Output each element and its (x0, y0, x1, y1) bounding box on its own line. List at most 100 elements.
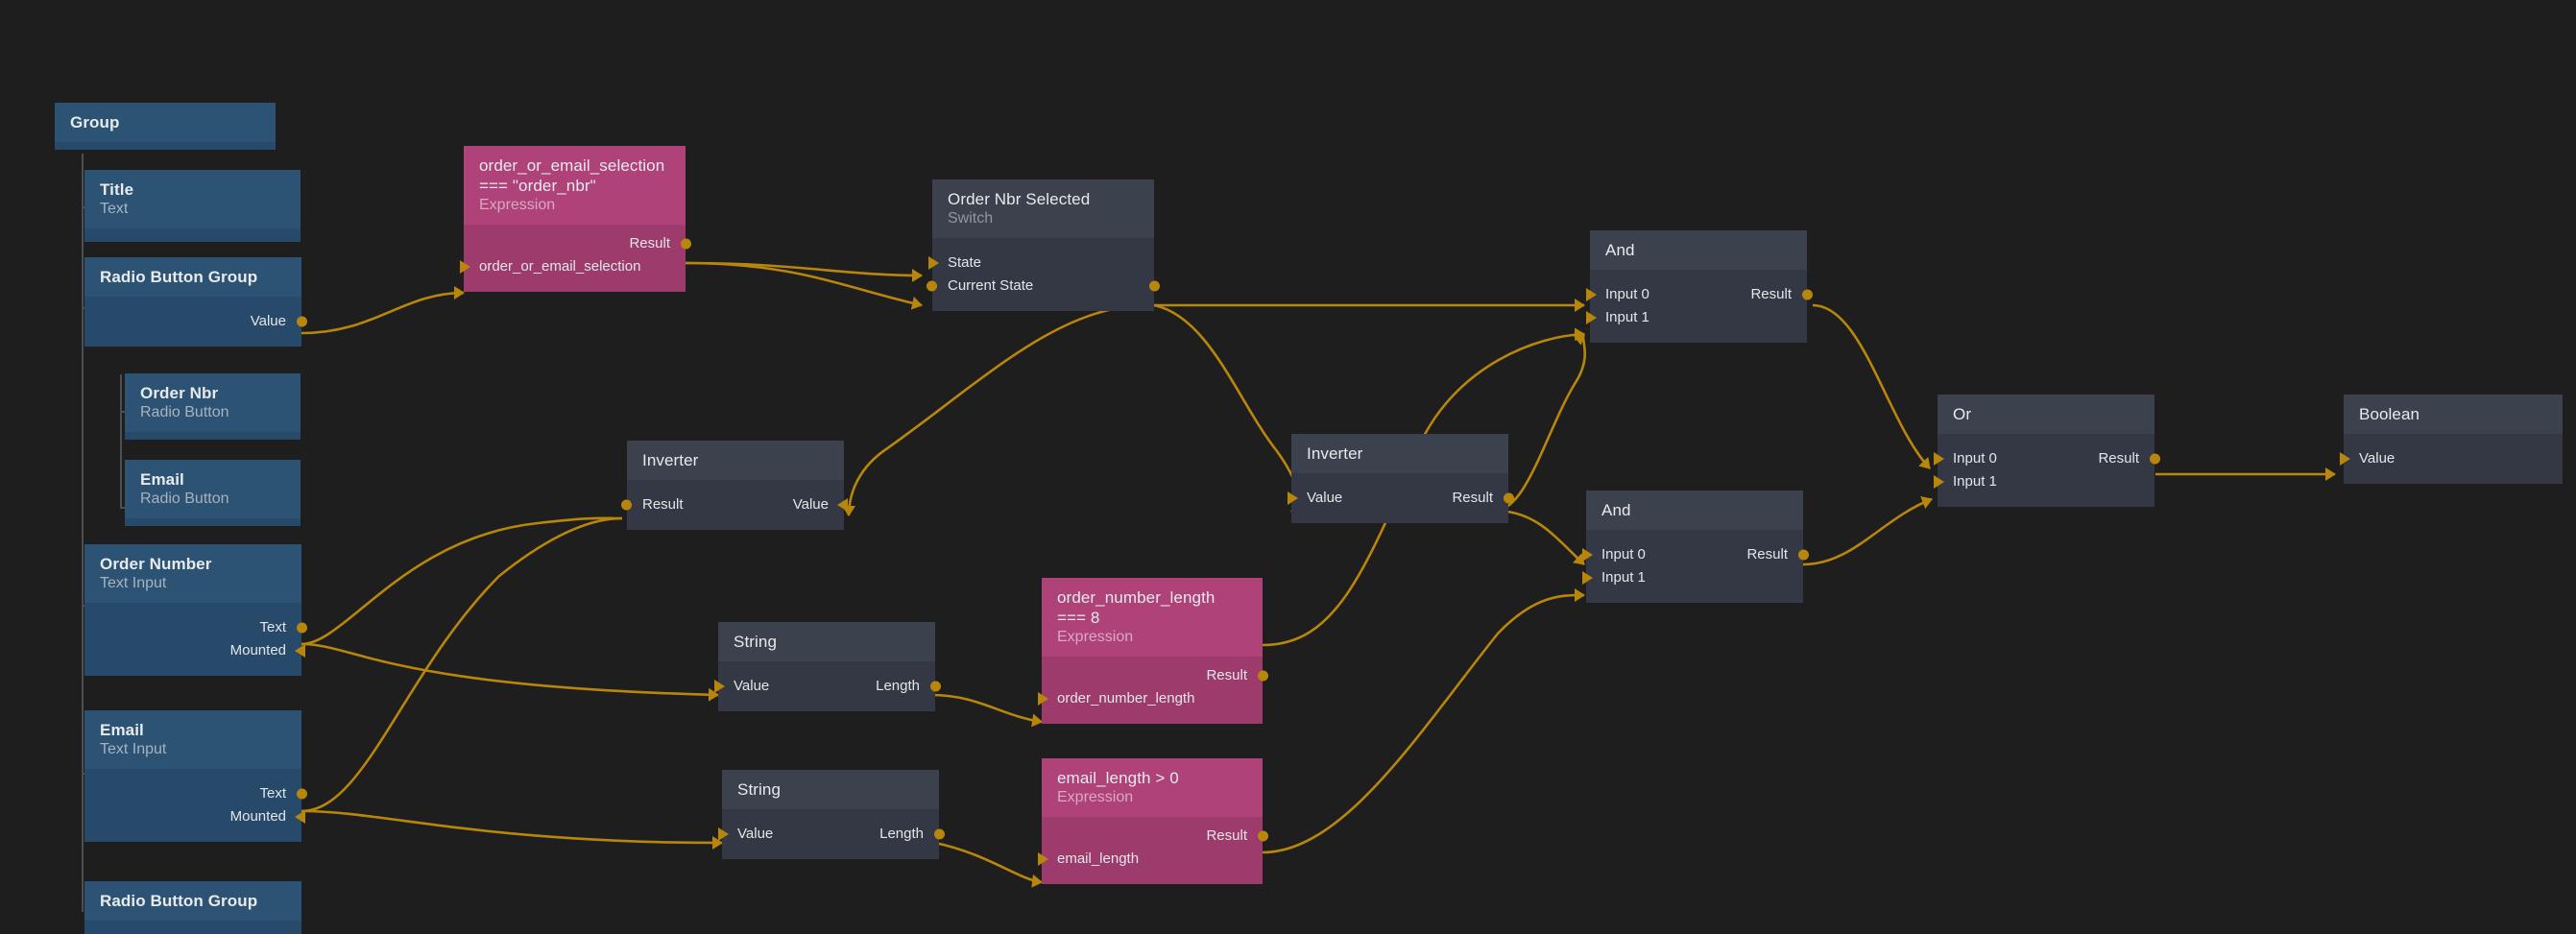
port-label: Value (2359, 450, 2395, 467)
port-text-out[interactable]: Text (84, 782, 307, 805)
port-label: email_length (1057, 850, 1140, 867)
port-or-input-1[interactable]: Input 1 (1934, 470, 2155, 493)
port-inverter-left-ports[interactable]: Result Value (621, 493, 848, 516)
port-current-state[interactable]: Current State (927, 275, 1160, 298)
node-and-top[interactable]: And Input 0 Result Input 1 (1586, 230, 1813, 343)
node-inverter-right[interactable]: Inverter Value Result (1288, 434, 1514, 523)
port-arrow-icon[interactable] (295, 810, 305, 824)
node-body: State Current State (927, 238, 1160, 311)
port-result-out[interactable]: Result (464, 232, 691, 255)
port-dot-icon[interactable] (1798, 549, 1809, 561)
port-result-out[interactable]: Result (1042, 664, 1268, 687)
port-text-out[interactable]: Text (84, 616, 307, 639)
port-value-out[interactable]: Value (84, 310, 307, 333)
port-result-out[interactable]: Result (1042, 825, 1268, 848)
port-inverter-right-ports[interactable]: Value Result (1288, 487, 1514, 510)
node-title: Email (100, 721, 144, 739)
port-arrow-icon[interactable] (714, 680, 725, 693)
port-dot-icon[interactable] (297, 316, 307, 327)
node-email-radio[interactable]: Email Radio Button (125, 460, 301, 526)
port-label: Input 1 (1605, 309, 1649, 325)
port-dot-icon[interactable] (930, 681, 941, 692)
node-boolean[interactable]: Boolean Value (2340, 395, 2563, 484)
node-order-number-input[interactable]: Order Number Text Input Text Mounted (84, 544, 307, 676)
port-dot-icon[interactable] (621, 499, 632, 511)
node-switch-order-nbr-selected[interactable]: Order Nbr Selected Switch State Current … (927, 180, 1160, 311)
port-label: Length (876, 678, 920, 694)
port-label: Result (642, 496, 684, 513)
port-dot-icon[interactable] (1802, 289, 1813, 300)
node-inverter-left[interactable]: Inverter Result Value (621, 441, 848, 530)
port-label: Result (1206, 667, 1247, 683)
port-string-2-ports[interactable]: Value Length (718, 823, 945, 846)
port-dot-icon[interactable] (1258, 670, 1268, 682)
node-subtitle: Text Input (100, 741, 167, 757)
port-arrow-icon[interactable] (2340, 452, 2350, 466)
port-expression-variable-in[interactable]: email_length (1038, 848, 1263, 871)
node-body: Value (84, 297, 307, 347)
port-arrow-icon[interactable] (1586, 311, 1597, 324)
port-and-bottom-input-1[interactable]: Input 1 (1582, 566, 1803, 589)
port-arrow-icon[interactable] (1288, 491, 1298, 505)
port-arrow-icon[interactable] (1934, 475, 1944, 489)
node-radio-button-group[interactable]: Radio Button Group Value (84, 257, 307, 347)
node-title-text[interactable]: Title Text (84, 170, 301, 242)
node-string-2[interactable]: String Value Length (718, 770, 945, 859)
port-arrow-icon[interactable] (1582, 548, 1593, 562)
port-arrow-icon[interactable] (295, 644, 305, 658)
port-arrow-icon[interactable] (1038, 692, 1048, 706)
port-arrow-icon[interactable] (1038, 852, 1048, 866)
node-body: Result order_number_length (1038, 657, 1268, 724)
node-header: Or (1938, 395, 2155, 434)
node-body: Value (2340, 434, 2563, 484)
node-order-nbr-radio[interactable]: Order Nbr Radio Button (125, 373, 301, 440)
node-group[interactable]: Group (55, 103, 276, 150)
port-dot-icon[interactable] (934, 828, 945, 840)
node-header: And (1590, 230, 1807, 270)
port-dot-icon[interactable] (297, 788, 307, 800)
port-boolean-value-in[interactable]: Value (2340, 447, 2563, 470)
port-string-1-ports[interactable]: Value Length (714, 675, 941, 698)
node-expression-email-length[interactable]: email_length > 0 Expression Result email… (1038, 758, 1268, 884)
port-arrow-icon[interactable] (718, 827, 729, 841)
port-arrow-icon[interactable] (1934, 452, 1944, 466)
node-expression-order-length[interactable]: order_number_length === 8 Expression Res… (1038, 578, 1268, 724)
port-label: Input 0 (1953, 450, 1997, 467)
port-and-top-row0[interactable]: Input 0 Result (1586, 283, 1813, 306)
port-expression-variable-in[interactable]: order_number_length (1038, 687, 1263, 710)
port-or-row0[interactable]: Input 0 Result (1934, 447, 2160, 470)
port-and-bottom-row0[interactable]: Input 0 Result (1582, 543, 1809, 566)
port-arrow-icon[interactable] (928, 256, 939, 270)
port-arrow-icon[interactable] (1582, 571, 1593, 585)
port-arrow-icon[interactable] (837, 498, 848, 512)
port-dot-icon[interactable] (2150, 453, 2160, 465)
node-radio-button-group-2[interactable]: Radio Button Group (84, 881, 301, 934)
node-header: Email Radio Button (125, 460, 301, 518)
port-label: Result (1452, 490, 1493, 506)
port-dot-icon[interactable] (681, 238, 691, 250)
port-and-top-input-1[interactable]: Input 1 (1586, 306, 1807, 329)
port-expression-variable-in[interactable]: order_or_email_selection (460, 255, 686, 278)
port-dot-icon[interactable] (1149, 280, 1160, 292)
port-mounted[interactable]: Mounted (84, 805, 305, 828)
node-expression-selection[interactable]: order_or_email_selection === "order_nbr"… (460, 146, 691, 292)
node-title: Or (1953, 405, 1972, 423)
node-and-bottom[interactable]: And Input 0 Result Input 1 (1582, 491, 1809, 603)
node-header: Order Number Text Input (84, 544, 301, 603)
port-arrow-icon[interactable] (460, 260, 470, 274)
port-dot-icon[interactable] (927, 280, 937, 292)
port-label: State (948, 254, 982, 271)
port-dot-icon[interactable] (1504, 492, 1514, 504)
node-header: order_or_email_selection === "order_nbr"… (464, 146, 686, 225)
node-header: Radio Button Group (84, 881, 301, 921)
node-or[interactable]: Or Input 0 Result Input 1 (1934, 395, 2160, 507)
node-string-1[interactable]: String Value Length (714, 622, 941, 711)
node-header: email_length > 0 Expression (1042, 758, 1263, 817)
node-email-input[interactable]: Email Text Input Text Mounted (84, 710, 307, 842)
port-mounted[interactable]: Mounted (84, 639, 305, 662)
port-dot-icon[interactable] (1258, 830, 1268, 842)
port-arrow-icon[interactable] (1586, 288, 1597, 301)
port-state-in[interactable]: State (928, 251, 1154, 275)
port-dot-icon[interactable] (297, 622, 307, 634)
